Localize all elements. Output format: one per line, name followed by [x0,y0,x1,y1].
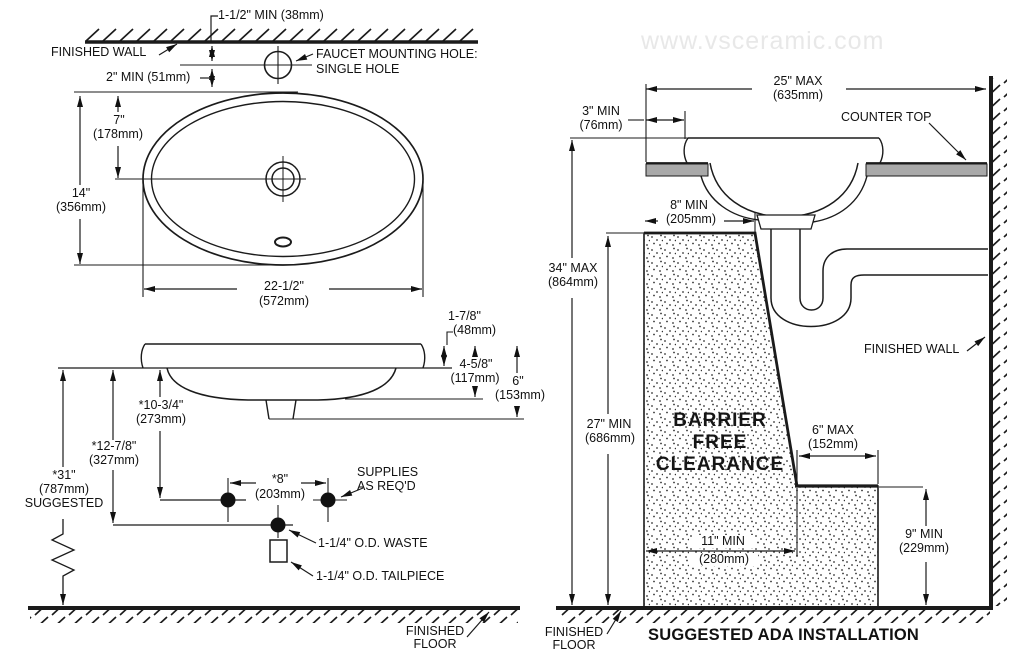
supplies-label-2: AS REQ'D [357,479,416,493]
ada-view [556,76,1007,635]
supply-point-right [320,492,336,508]
dim-327mm: (327mm) [82,454,146,467]
dim-10-34in: *10-3/4" [124,399,198,412]
dim-11min: 11" MIN [692,535,754,548]
dim-hole-to-edge: 2" MIN (51mm) [106,70,191,84]
finished-floor-leader-right [606,610,622,635]
dim-wall-to-hole: 1-1/2" MIN (38mm) [218,8,324,22]
faucet-hole-symbol [263,50,293,80]
finished-floor-left-1: FINISHED [405,624,465,638]
bowl-profile [166,367,397,401]
finished-wall-leader [158,43,178,56]
faucet-hole-label-2: SINGLE HOLE [316,62,400,76]
dim-1-78in: 1-7/8" [448,309,481,323]
dim-117mm: (117mm) [441,372,509,385]
suggested-note: SUGGESTED [18,497,110,510]
dim-8min: 8" MIN [670,198,708,212]
counter-top-right [865,163,988,177]
dim-864mm: (864mm) [541,276,605,289]
wall-hatch-right [993,78,1007,606]
p-trap-inner [799,229,988,311]
dim-280mm: (280mm) [690,553,758,566]
ada-title: SUGGESTED ADA INSTALLATION [648,626,920,644]
dim-787mm: (787mm) [31,483,97,496]
faucet-hole-label-1: FAUCET MOUNTING HOLE: [316,47,478,61]
finished-wall-label-right: FINISHED WALL [864,342,960,356]
dim-356mm: (356mm) [48,201,114,214]
dim-635mm: (635mm) [772,88,823,102]
p-trap-outer [770,229,988,328]
counter-top-label: COUNTER TOP [841,110,932,124]
dim-48mm: (48mm) [453,323,497,337]
dim-203mm: (203mm) [247,488,313,501]
overflow-symbol [274,236,292,248]
dim-76mm: (76mm) [579,118,623,132]
dim-6in: 6" [505,375,531,388]
dim-7in: 7" [98,114,140,127]
dim-686mm: (686mm) [578,432,642,445]
finished-wall-leader-right [966,336,986,352]
faucet-leader [295,53,314,62]
dim-273mm: (273mm) [127,413,195,426]
dim-9min: 9" MIN [894,528,954,541]
dim-205mm: (205mm) [665,212,716,226]
waste-point [270,517,286,533]
finished-floor-left-2: FLOOR [413,637,457,651]
barrier-free-text-1: BARRIER [673,410,767,431]
barrier-free-text-2: FREE [692,432,748,453]
floor-hatch-left [30,610,518,623]
supply-point-left [220,492,236,508]
finished-floor-right-1: FINISHED [544,625,604,639]
supplies-label-1: SUPPLIES [357,465,419,479]
waste-label: 1-1/4" O.D. WASTE [318,536,428,550]
dim-14in: 14" [60,187,102,200]
dim-31in: *31" [43,469,85,482]
watermark: www.vsceramic.com [641,27,885,55]
plan-view [74,15,478,297]
drain-flange [756,214,816,230]
barrier-free-text-3: CLEARANCE [655,454,785,475]
finished-floor-right-2: FLOOR [552,638,596,652]
dim-572mm: (572mm) [251,295,317,308]
finished-wall-label: FINISHED WALL [51,45,147,59]
dim-178mm: (178mm) [85,128,151,141]
counter-top-left [645,163,709,177]
dim-3min: 3" MIN [582,104,620,118]
dim-8in: *8" [262,473,298,486]
plan-wall-hatch [86,28,476,41]
tailpiece-symbol [269,539,288,563]
dim-22-5in: 22-1/2" [253,280,315,293]
dim-6max: 6" MAX [812,423,854,437]
dim-153mm: (153mm) [489,389,551,402]
finished-floor-label-right: FINISHED FLOOR [542,626,606,652]
dim-34max: 34" MAX [541,262,605,275]
dim-12-78in: *12-7/8" [80,440,148,453]
counter-top-leader [928,122,967,161]
dim-27min: 27" MIN [579,418,639,431]
dim-229mm: (229mm) [890,542,958,555]
dim-25max: 25" MAX [773,74,823,88]
side-view [28,331,524,638]
ada-bowl-inner [709,162,859,218]
finished-floor-label-left: FINISHED FLOOR [400,625,470,651]
dim-152mm: (152mm) [807,437,858,451]
break-symbol [50,519,76,605]
floor-hatch-right [560,610,990,623]
dim-4-58in: 4-5/8" [452,358,500,371]
tailpiece-label: 1-1/4" O.D. TAILPIECE [316,569,445,583]
